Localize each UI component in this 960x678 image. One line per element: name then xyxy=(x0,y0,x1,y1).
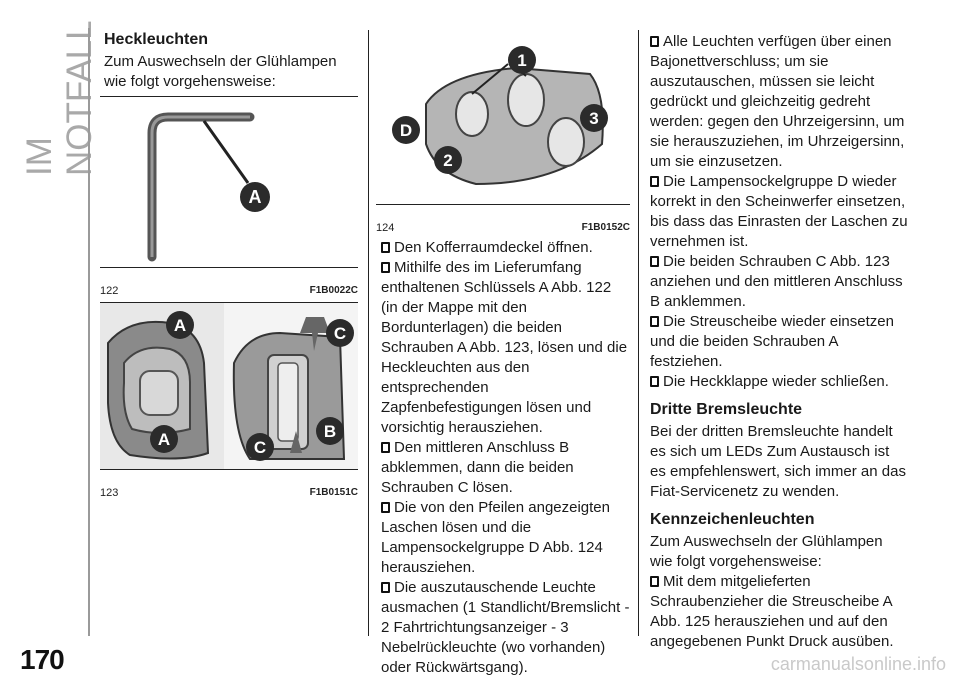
section-side-label: IM NOTFALL xyxy=(20,20,99,176)
checkbox-bullet-icon xyxy=(650,316,659,327)
callout-d: D xyxy=(400,121,412,140)
callout-b: B xyxy=(324,422,336,441)
callout-c-top: C xyxy=(334,324,346,343)
checkbox-bullet-icon xyxy=(381,582,390,593)
column-3-text: Alle Leuchten verfügen über einen Bajone… xyxy=(650,32,908,652)
list-item: Alle Leuchten verfügen über einen Bajone… xyxy=(650,33,905,170)
checkbox-bullet-icon xyxy=(650,576,659,587)
list-item: Mithilfe des im Lieferumfang enthaltenen… xyxy=(381,259,628,436)
watermark: carmanualsonline.info xyxy=(770,654,946,674)
callout-1: 1 xyxy=(517,51,526,70)
column-divider-2 xyxy=(638,30,639,636)
checkbox-bullet-icon xyxy=(381,242,390,253)
figure-number: 122 xyxy=(100,285,119,297)
callout-a-top: A xyxy=(174,316,186,335)
checkbox-bullet-icon xyxy=(650,36,659,47)
callout-3: 3 xyxy=(589,109,598,128)
figure-number: 124 xyxy=(376,222,395,234)
list-item: Die beiden Schrauben C Abb. 123 anziehen… xyxy=(650,253,903,310)
checkbox-bullet-icon xyxy=(650,376,659,387)
checkbox-bullet-icon xyxy=(650,176,659,187)
key-illustration: A xyxy=(147,112,270,262)
callout-c-bottom: C xyxy=(254,438,266,457)
checkbox-bullet-icon xyxy=(650,256,659,267)
list-item: Den Kofferraumdeckel öffnen. xyxy=(381,238,631,258)
side-divider xyxy=(88,28,90,636)
intro-paragraph: Zum Auswechseln der Glühlampen wie folgt… xyxy=(104,53,337,90)
list-item: Mit dem mitgelieferten Schraubenzieher d… xyxy=(650,573,894,650)
section-heading-bremsleuchte: Dritte Bremsleuchte xyxy=(650,401,803,418)
checkbox-bullet-icon xyxy=(381,442,390,453)
section-heading-kennzeichenleuchten: Kennzeichenleuchten xyxy=(650,511,815,528)
section-heading-heckleuchten: Heckleuchten xyxy=(104,31,209,48)
column-2-text: Den Kofferraumdeckel öffnen. Mithilfe de… xyxy=(381,238,631,678)
list-item: Die auszutauschende Leuchte ausmachen (1… xyxy=(381,579,630,676)
figure-122: A 122 F1B0022C xyxy=(100,96,358,297)
list-item: Die von den Pfeilen angezeigten Laschen … xyxy=(381,499,610,576)
checkbox-bullet-icon xyxy=(381,502,390,513)
lampholder-illustration: 1 D 2 3 xyxy=(392,46,608,186)
paragraph-kennzeichenleuchten: Zum Auswechseln der Glühlampen wie folgt… xyxy=(650,533,883,570)
column-divider-1 xyxy=(368,30,369,636)
paragraph-bremsleuchte: Bei der dritten Bremsleuchte handelt es … xyxy=(650,423,906,500)
checkbox-bullet-icon xyxy=(381,262,390,273)
figure-number: 123 xyxy=(100,487,119,499)
callout-a-bottom: A xyxy=(158,430,170,449)
figure-code: F1B0152C xyxy=(581,222,630,233)
list-item: Den mittleren Anschluss B abklemmen, dan… xyxy=(381,439,574,496)
figure-code: F1B0151C xyxy=(309,487,358,498)
taillight-illustration: A A C C B xyxy=(100,303,358,469)
column-1: Heckleuchten Zum Auswechseln der Glühlam… xyxy=(104,30,360,92)
callout-2: 2 xyxy=(443,151,452,170)
list-item: Die Streuscheibe wieder einsetzen und di… xyxy=(650,313,894,370)
callout-a: A xyxy=(249,187,262,207)
list-item: Die Heckklappe wieder schließen. xyxy=(650,372,908,392)
figure-123: A A C C B 123 F1B0151C xyxy=(100,302,358,499)
list-item: Die Lampensockelgruppe D wieder korrekt … xyxy=(650,173,908,250)
figure-code: F1B0022C xyxy=(309,285,358,296)
figure-124: 1 D 2 3 124 F1B0152C xyxy=(376,34,630,234)
page-number: 170 xyxy=(20,644,65,675)
